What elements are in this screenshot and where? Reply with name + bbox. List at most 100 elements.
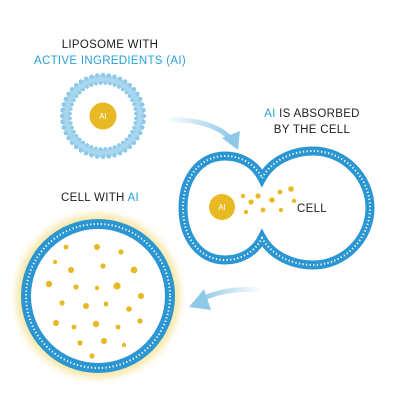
- ai-particle: [277, 189, 283, 195]
- phospholipid-head: [89, 153, 94, 158]
- liposome-title-close: ): [182, 55, 186, 67]
- phospholipid-head: [83, 76, 89, 81]
- ai-particle: [137, 318, 143, 324]
- phospholipid-head: [122, 79, 128, 84]
- ai-particle: [101, 338, 107, 344]
- phospholipid-head: [98, 81, 103, 85]
- phospholipid-head: [131, 140, 137, 146]
- liposome-title-line1: LIPOSOME WITH: [62, 39, 159, 51]
- arrow-to-result-shaft: [197, 286, 265, 303]
- phospholipid-head: [116, 85, 121, 89]
- merging-ai-particles: [240, 186, 297, 215]
- phospholipid-head: [127, 94, 132, 98]
- phospholipid-head: [61, 102, 66, 107]
- phospholipid-head: [120, 87, 125, 92]
- phospholipid-head: [68, 121, 73, 125]
- phospholipid-head: [122, 148, 128, 153]
- phospholipid-head: [60, 107, 65, 113]
- phospholipid-head: [85, 85, 89, 89]
- phospholipid-head: [81, 87, 85, 92]
- phospholipid-head: [135, 135, 140, 141]
- cell-with-ai-label-ai: AI: [128, 192, 139, 204]
- phospholipid-head: [66, 91, 71, 97]
- ai-particle: [53, 320, 59, 326]
- phospholipid-head: [70, 125, 74, 130]
- phospholipid-head: [74, 134, 79, 138]
- ai-particle: [59, 300, 65, 306]
- phospholipid-head: [69, 86, 75, 92]
- phospholipid-head: [108, 81, 112, 86]
- cell-ai-particles: [45, 244, 144, 359]
- phospholipid-head: [141, 113, 147, 119]
- ai-particle: [291, 198, 297, 204]
- phospholipid-head: [60, 119, 65, 125]
- phospholipid-head: [73, 82, 79, 88]
- ai-particle: [243, 209, 249, 215]
- ai-particle: [77, 340, 83, 346]
- phospholipid-head: [138, 96, 143, 102]
- phospholipid-head: [127, 133, 132, 138]
- ai-particle: [73, 284, 79, 290]
- absorbed-label-rest: IS ABSORBED: [276, 108, 360, 120]
- phospholipid-head: [138, 130, 143, 136]
- ai-particle: [288, 186, 294, 192]
- cell-label: CELL: [297, 203, 327, 215]
- phospholipid-head: [89, 74, 94, 79]
- merging-ai-core: [209, 194, 235, 220]
- phospholipid-head: [77, 90, 82, 95]
- phospholipid-head: [94, 146, 98, 151]
- ai-particle: [45, 280, 53, 288]
- absorbed-label-line2: BY THE CELL: [274, 124, 351, 136]
- phospholipid-head: [66, 135, 71, 141]
- phospholipid-head: [78, 79, 84, 84]
- ai-particle: [248, 199, 254, 205]
- phospholipid-head: [112, 153, 117, 158]
- ai-particle: [115, 324, 121, 330]
- ai-particle: [83, 303, 89, 309]
- phospholipid-head: [124, 90, 129, 95]
- phospholipid-head: [117, 76, 123, 81]
- phospholipid-head: [132, 102, 136, 107]
- phospholipid-head: [112, 74, 117, 79]
- ai-particle: [63, 244, 69, 250]
- phospholipid-head: [133, 121, 138, 125]
- arrow-to-result-head: [189, 289, 211, 310]
- arrow-to-cell: [162, 117, 240, 150]
- merging-ai-core-label: AI: [218, 203, 226, 212]
- ai-particle: [269, 197, 275, 203]
- absorbed-label-ai: AI: [264, 108, 275, 120]
- ai-particle: [52, 259, 58, 265]
- liposome-membrane: [62, 75, 144, 157]
- liposome-title-line2: ACTIVE INGREDIENTS (AI): [34, 55, 186, 67]
- phospholipid-head: [140, 102, 145, 107]
- phospholipid-head: [132, 125, 136, 130]
- phospholipid-head: [94, 73, 100, 78]
- phospholipid-head: [68, 107, 73, 111]
- ai-particle: [138, 293, 144, 299]
- phospholipid-head: [112, 145, 117, 149]
- liposome-title-active-ingredients: ACTIVE INGREDIENTS (: [34, 55, 170, 67]
- phospholipid-head: [100, 154, 106, 160]
- cell-with-ai: [8, 206, 188, 386]
- ai-particle: [121, 342, 127, 348]
- phospholipid-head: [59, 113, 65, 119]
- cell-with-ai-label: CELL WITH AI: [61, 192, 139, 204]
- liposome-title-ai: AI: [170, 55, 181, 67]
- ai-particle: [68, 267, 74, 273]
- phospholipid-head: [63, 130, 68, 136]
- phospholipid-head: [103, 81, 108, 85]
- phospholipid-head: [74, 94, 79, 99]
- phospholipid-head: [127, 144, 133, 150]
- phospholipid-head: [106, 154, 112, 159]
- liposome-phospholipid-heads: [59, 72, 147, 160]
- ai-particle: [126, 306, 132, 312]
- merging-cell-membrane-texture: [181, 149, 372, 267]
- absorbed-label-line1: AI IS ABSORBED: [264, 108, 360, 120]
- ai-particle: [260, 207, 266, 213]
- ai-particle: [240, 193, 246, 199]
- ai-particle: [100, 263, 106, 269]
- ai-particle: [71, 324, 77, 330]
- phospholipid-head: [100, 72, 106, 78]
- phospholipid-head: [103, 147, 108, 151]
